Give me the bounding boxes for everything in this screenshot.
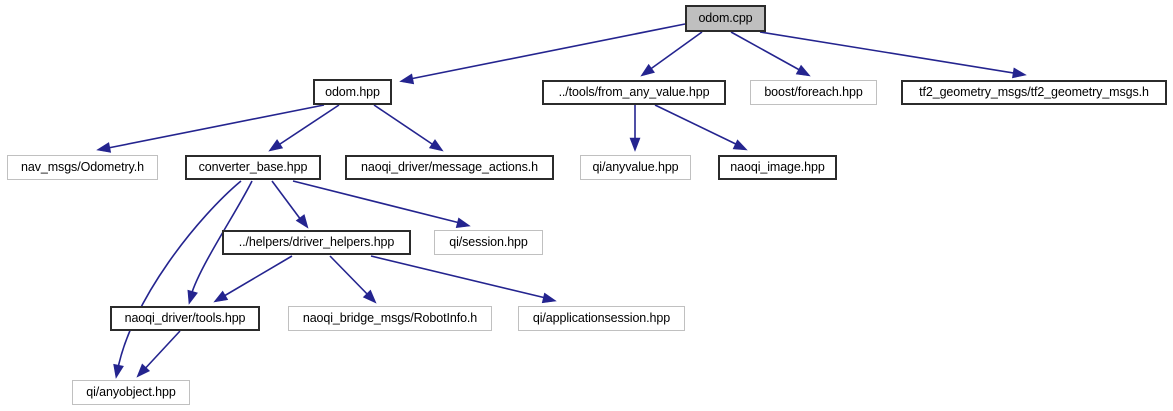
node-label: nav_msgs/Odometry.h [21, 160, 144, 175]
node-applicationsession[interactable]: qi/applicationsession.hpp [518, 306, 685, 331]
edge-odom_cpp-to-boost_foreach [730, 31, 811, 77]
arrow-head [295, 214, 309, 229]
edge-odom_cpp-to-odom_hpp [399, 23, 686, 85]
edge-odom_cpp-to-from_any_value [640, 31, 703, 77]
node-boost_foreach[interactable]: boost/foreach.hpp [750, 80, 877, 105]
node-converter_base[interactable]: converter_base.hpp [185, 155, 321, 180]
arrow-head [187, 289, 198, 305]
arrow-head [96, 142, 112, 153]
node-label: boost/foreach.hpp [764, 85, 863, 100]
arrow-head [541, 292, 557, 304]
node-naoqi_image[interactable]: naoqi_image.hpp [718, 155, 837, 180]
node-label: naoqi_image.hpp [730, 160, 825, 175]
node-label: ../helpers/driver_helpers.hpp [238, 235, 395, 250]
arrow-head [362, 289, 377, 304]
node-message_actions[interactable]: naoqi_driver/message_actions.h [345, 155, 554, 180]
node-label: naoqi_driver/message_actions.h [361, 160, 538, 175]
node-robot_info[interactable]: naoqi_bridge_msgs/RobotInfo.h [288, 306, 492, 331]
edge-driver_helpers-to-naoqi_tools [213, 255, 293, 303]
node-label: converter_base.hpp [198, 160, 308, 175]
node-tf2_geometry[interactable]: tf2_geometry_msgs/tf2_geometry_msgs.h [901, 80, 1167, 105]
node-from_any_value[interactable]: ../tools/from_any_value.hpp [542, 80, 726, 105]
node-qi_anyobject[interactable]: qi/anyobject.hpp [72, 380, 190, 405]
node-label: odom.cpp [698, 11, 753, 26]
edge-converter_base-to-driver_helpers [271, 180, 309, 229]
edge-naoqi_tools-to-qi_anyobject [136, 330, 181, 378]
arrow-head [732, 139, 748, 151]
node-label: qi/anyvalue.hpp [592, 160, 679, 175]
edge-odom_hpp-to-message_actions [373, 104, 444, 152]
arrow-head [455, 217, 471, 229]
edge-converter_base-to-qi_session [292, 180, 471, 229]
arrow-head [113, 363, 124, 379]
node-label: tf2_geometry_msgs/tf2_geometry_msgs.h [919, 85, 1149, 100]
arrow-head [1012, 67, 1027, 79]
edge-driver_helpers-to-applicationsession [370, 255, 557, 304]
node-odom_cpp[interactable]: odom.cpp [685, 5, 766, 32]
node-label: odom.hpp [325, 84, 380, 99]
node-nav_odometry[interactable]: nav_msgs/Odometry.h [7, 155, 158, 180]
node-naoqi_tools[interactable]: naoqi_driver/tools.hpp [110, 306, 260, 331]
node-label: ../tools/from_any_value.hpp [558, 85, 710, 100]
edge-odom_hpp-to-nav_odometry [96, 104, 325, 153]
arrow-head [795, 64, 811, 77]
edge-converter_base-to-qi_anyobject [113, 180, 242, 379]
node-qi_session[interactable]: qi/session.hpp [434, 230, 543, 255]
edge-from_any_value-to-qi_anyvalue [629, 105, 641, 152]
arrow-head [629, 137, 641, 152]
arrow-head [213, 290, 229, 303]
arrow-head [268, 139, 284, 152]
node-driver_helpers[interactable]: ../helpers/driver_helpers.hpp [222, 230, 411, 255]
arrow-head [640, 63, 655, 77]
node-label: naoqi_bridge_msgs/RobotInfo.h [302, 311, 478, 326]
edge-odom_hpp-to-converter_base [268, 104, 340, 152]
node-qi_anyvalue[interactable]: qi/anyvalue.hpp [580, 155, 691, 180]
arrow-head [136, 363, 151, 378]
node-label: qi/applicationsession.hpp [532, 311, 671, 326]
node-label: naoqi_driver/tools.hpp [124, 311, 246, 326]
node-label: qi/anyobject.hpp [86, 385, 176, 400]
edge-from_any_value-to-naoqi_image [654, 104, 748, 151]
arrow-head [428, 139, 444, 152]
edge-driver_helpers-to-robot_info [329, 255, 377, 304]
edge-converter_base-to-naoqi_tools [187, 180, 253, 305]
edge-odom_cpp-to-tf2_geometry [759, 31, 1027, 79]
arrow-head [399, 73, 415, 85]
node-label: qi/session.hpp [449, 235, 528, 250]
node-odom_hpp[interactable]: odom.hpp [313, 79, 392, 105]
